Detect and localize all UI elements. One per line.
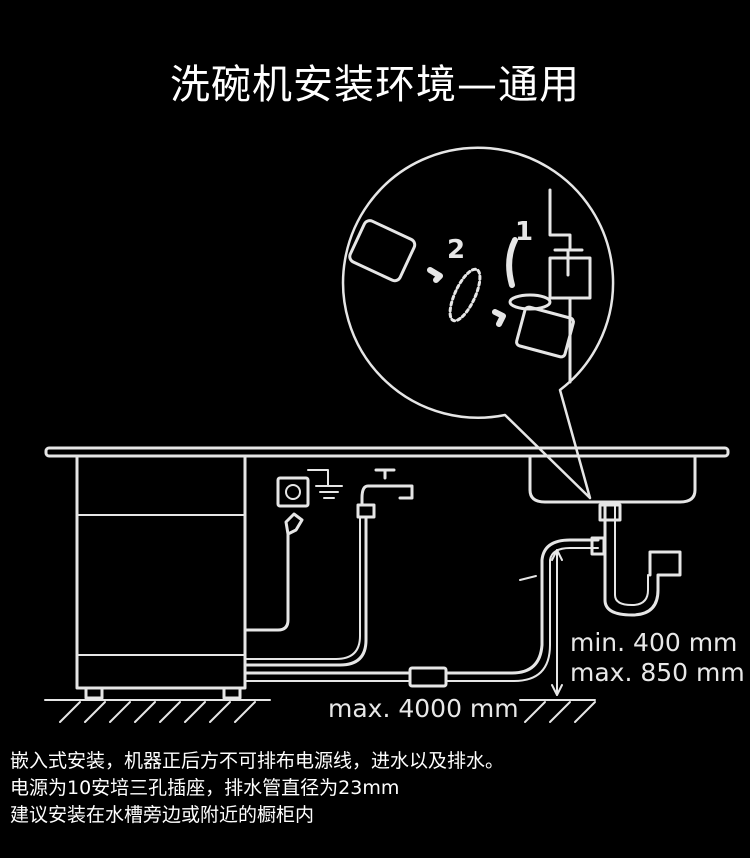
max-height-label: max. 850 mm	[570, 658, 745, 687]
step-1-label: 1	[515, 217, 533, 247]
water-tap-icon	[244, 468, 414, 667]
plug-icon	[244, 512, 304, 632]
note-line: 电源为10安培三孔插座，排水管直径为23mm	[10, 777, 400, 799]
min-height-label: min. 400 mm	[570, 628, 738, 657]
power-socket-icon	[276, 469, 343, 508]
note-line: 建议安装在水槽旁边或附近的橱柜内	[10, 804, 315, 826]
floor-right	[519, 699, 596, 723]
step-2-label: 2	[447, 235, 465, 265]
dishwasher	[75, 454, 247, 700]
drain-connection-inset	[341, 146, 615, 500]
max-length-label: max. 4000 mm	[328, 694, 519, 723]
countertop	[44, 446, 730, 458]
installation-notes: 嵌入式安装，机器正后方不可排布电源线，进水以及排水。 电源为10安培三孔插座，排…	[10, 748, 504, 829]
drain-hose	[244, 538, 600, 688]
floor-left	[44, 699, 271, 723]
note-line: 嵌入式安装，机器正后方不可排布电源线，进水以及排水。	[10, 750, 505, 772]
height-dimension	[551, 549, 563, 696]
sink	[528, 454, 697, 617]
page-title: 洗碗机安装环境—通用	[170, 62, 580, 108]
